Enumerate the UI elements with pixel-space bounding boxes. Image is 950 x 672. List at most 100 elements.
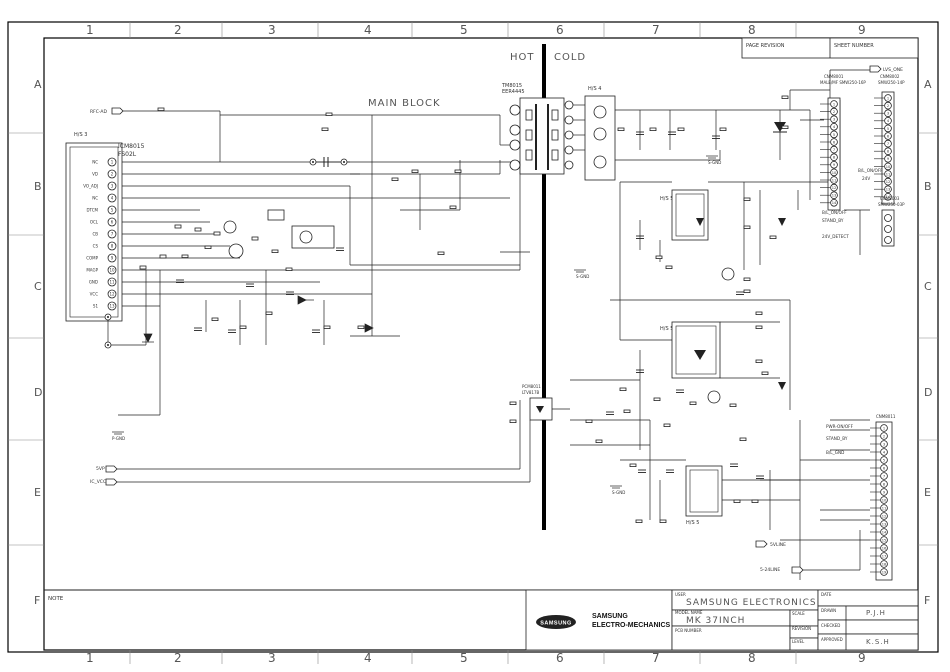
regulator-hs5-bottom: H/S 5 [685, 465, 723, 526]
col-label-9-bottom: 9 [858, 651, 866, 665]
row-label-d-right: D [924, 386, 932, 399]
sheet-number-label: SHEET NUMBER [834, 43, 874, 49]
model-name-label: MODEL NAME [675, 610, 703, 615]
hs5-mid-label: H/S 5 [660, 326, 673, 332]
connector-small-label: CNM8003 [880, 196, 900, 201]
company-logo: SAMSUNG [536, 615, 576, 629]
col-label-9: 9 [858, 23, 866, 37]
cold-label: COLD [554, 52, 586, 63]
connector-right-label: CNM8002 [880, 74, 900, 79]
resistor-mark [391, 177, 399, 181]
connector-right-sub: SMW250-14P [878, 80, 905, 85]
cnm8001-pin-13 [830, 191, 838, 200]
user-value: SAMSUNG ELECTRONICS [686, 598, 817, 608]
row-label-b-right: B [924, 180, 932, 193]
net-bl-gnd: B/L_GND [826, 450, 844, 455]
cnm8001-pin-number: 3 [833, 118, 835, 122]
cnm8001-pin-10 [830, 168, 838, 177]
ic-pin-10 [107, 265, 117, 275]
cnm8011-pin-number: 18 [882, 562, 887, 566]
col-label-5: 5 [460, 23, 468, 37]
resistor-mark [509, 419, 517, 423]
ic-pin-label: COMP [86, 256, 98, 261]
net-stand-by: STAND_BY [822, 218, 844, 223]
resistor-mark [677, 127, 685, 131]
revision-label: REVISION [792, 626, 811, 631]
drawn-label: DRAWN [821, 608, 836, 613]
transformer-pins [509, 100, 574, 171]
row-markers [8, 132, 938, 546]
bottom-column-markers [129, 650, 797, 664]
resistor-mark [761, 371, 769, 375]
resistor-mark [665, 265, 673, 269]
cnm8002-pin-number: 10 [886, 165, 891, 169]
ic-pin-number: 9 [111, 256, 114, 261]
title-block: NOTE [44, 589, 919, 651]
scale-label: SCALE [792, 611, 805, 616]
row-label-f-right: F [924, 594, 930, 607]
cnm8001-pin-14 [830, 199, 838, 207]
resistor-mark [655, 255, 663, 259]
connector-left-sub: MALE/MF SMW250-16P [820, 80, 866, 85]
cnm8001-pin-1 [830, 100, 838, 108]
ic-pin-9 [107, 253, 117, 263]
cnm8011-pin-11 [880, 504, 888, 512]
cnm8011-pin-number: 3 [883, 442, 885, 446]
ic-pin-label: S1 [93, 304, 99, 309]
cnm8002-pin-number: 12 [886, 180, 891, 184]
checked-label: CHECKED [821, 623, 840, 628]
resistor-mark [321, 127, 329, 131]
right-side-nets: B/L_ON/OFF 24V B/L_ON/OFF STAND_BY 24V_D… [822, 168, 883, 239]
cnm8001-pin-number: 12 [832, 186, 837, 190]
connector-left-label: CNM8001 [824, 74, 844, 79]
cnm8011-pin-number: 12 [882, 514, 887, 518]
resistor-mark [755, 311, 763, 315]
col-label-2: 2 [174, 23, 182, 37]
ic-wiring [108, 161, 520, 416]
resistor-mark [239, 325, 247, 329]
cnm8002-pin-3 [884, 109, 892, 117]
gnd-label-secondary-1: S-GND [576, 274, 589, 279]
cnm8011-pin-number: 7 [883, 474, 885, 478]
cnm8001-pin-number: 10 [832, 171, 837, 175]
ic-pin-number: 5 [111, 208, 114, 213]
cnm8011-pin-number: 11 [882, 506, 887, 510]
drawn-value: P.J.H [866, 609, 886, 617]
row-label-e-right: E [924, 486, 931, 499]
cnm8001-pin-8 [830, 153, 838, 162]
ic-pin-label: OCL [90, 220, 99, 225]
resistor-mark [755, 359, 763, 363]
cnm8002-pin-12 [884, 177, 892, 186]
hs5-bottom-label: H/S 5 [686, 520, 699, 526]
ic-pin-6 [107, 217, 117, 227]
passive-components [157, 95, 789, 523]
resistor-mark [619, 387, 627, 391]
cnm8002-pin-6 [884, 132, 892, 140]
level-label: LEVEL [792, 639, 805, 644]
ic-pin-13 [107, 301, 117, 311]
ic-pin-label: VO_ADJ [83, 184, 98, 189]
resistor-mark [509, 401, 517, 405]
net-24v: 24V [862, 176, 870, 181]
left-net-flags: RFC-AD 5VP IC_VCC [90, 107, 531, 486]
col-label-6-bottom: 6 [556, 651, 564, 665]
cnm8011-pin-number: 19 [882, 570, 887, 574]
resistor-mark [325, 112, 333, 116]
resistor-mark [454, 169, 462, 173]
row-label-c-right: C [924, 280, 932, 293]
main-block-label: MAIN BLOCK [368, 98, 441, 109]
ic-part: FS02L [118, 151, 137, 158]
cnm8011-pin-4 [880, 448, 888, 456]
cnm8011-pin-number: 9 [883, 490, 886, 494]
ic-pin-2 [107, 169, 117, 179]
resistor-mark [357, 325, 365, 329]
row-label-f: F [34, 594, 40, 607]
col-label-4-bottom: 4 [364, 651, 372, 665]
cnm8011-pin-8 [880, 480, 888, 488]
net-bl-onoff-1: B/L_ON/OFF [858, 168, 883, 173]
ic-pin-number: 4 [111, 196, 114, 201]
col-label-1-bottom: 1 [86, 651, 94, 665]
col-label-6: 6 [556, 23, 564, 37]
resistor-mark [449, 205, 457, 209]
resistor-mark [411, 169, 419, 173]
